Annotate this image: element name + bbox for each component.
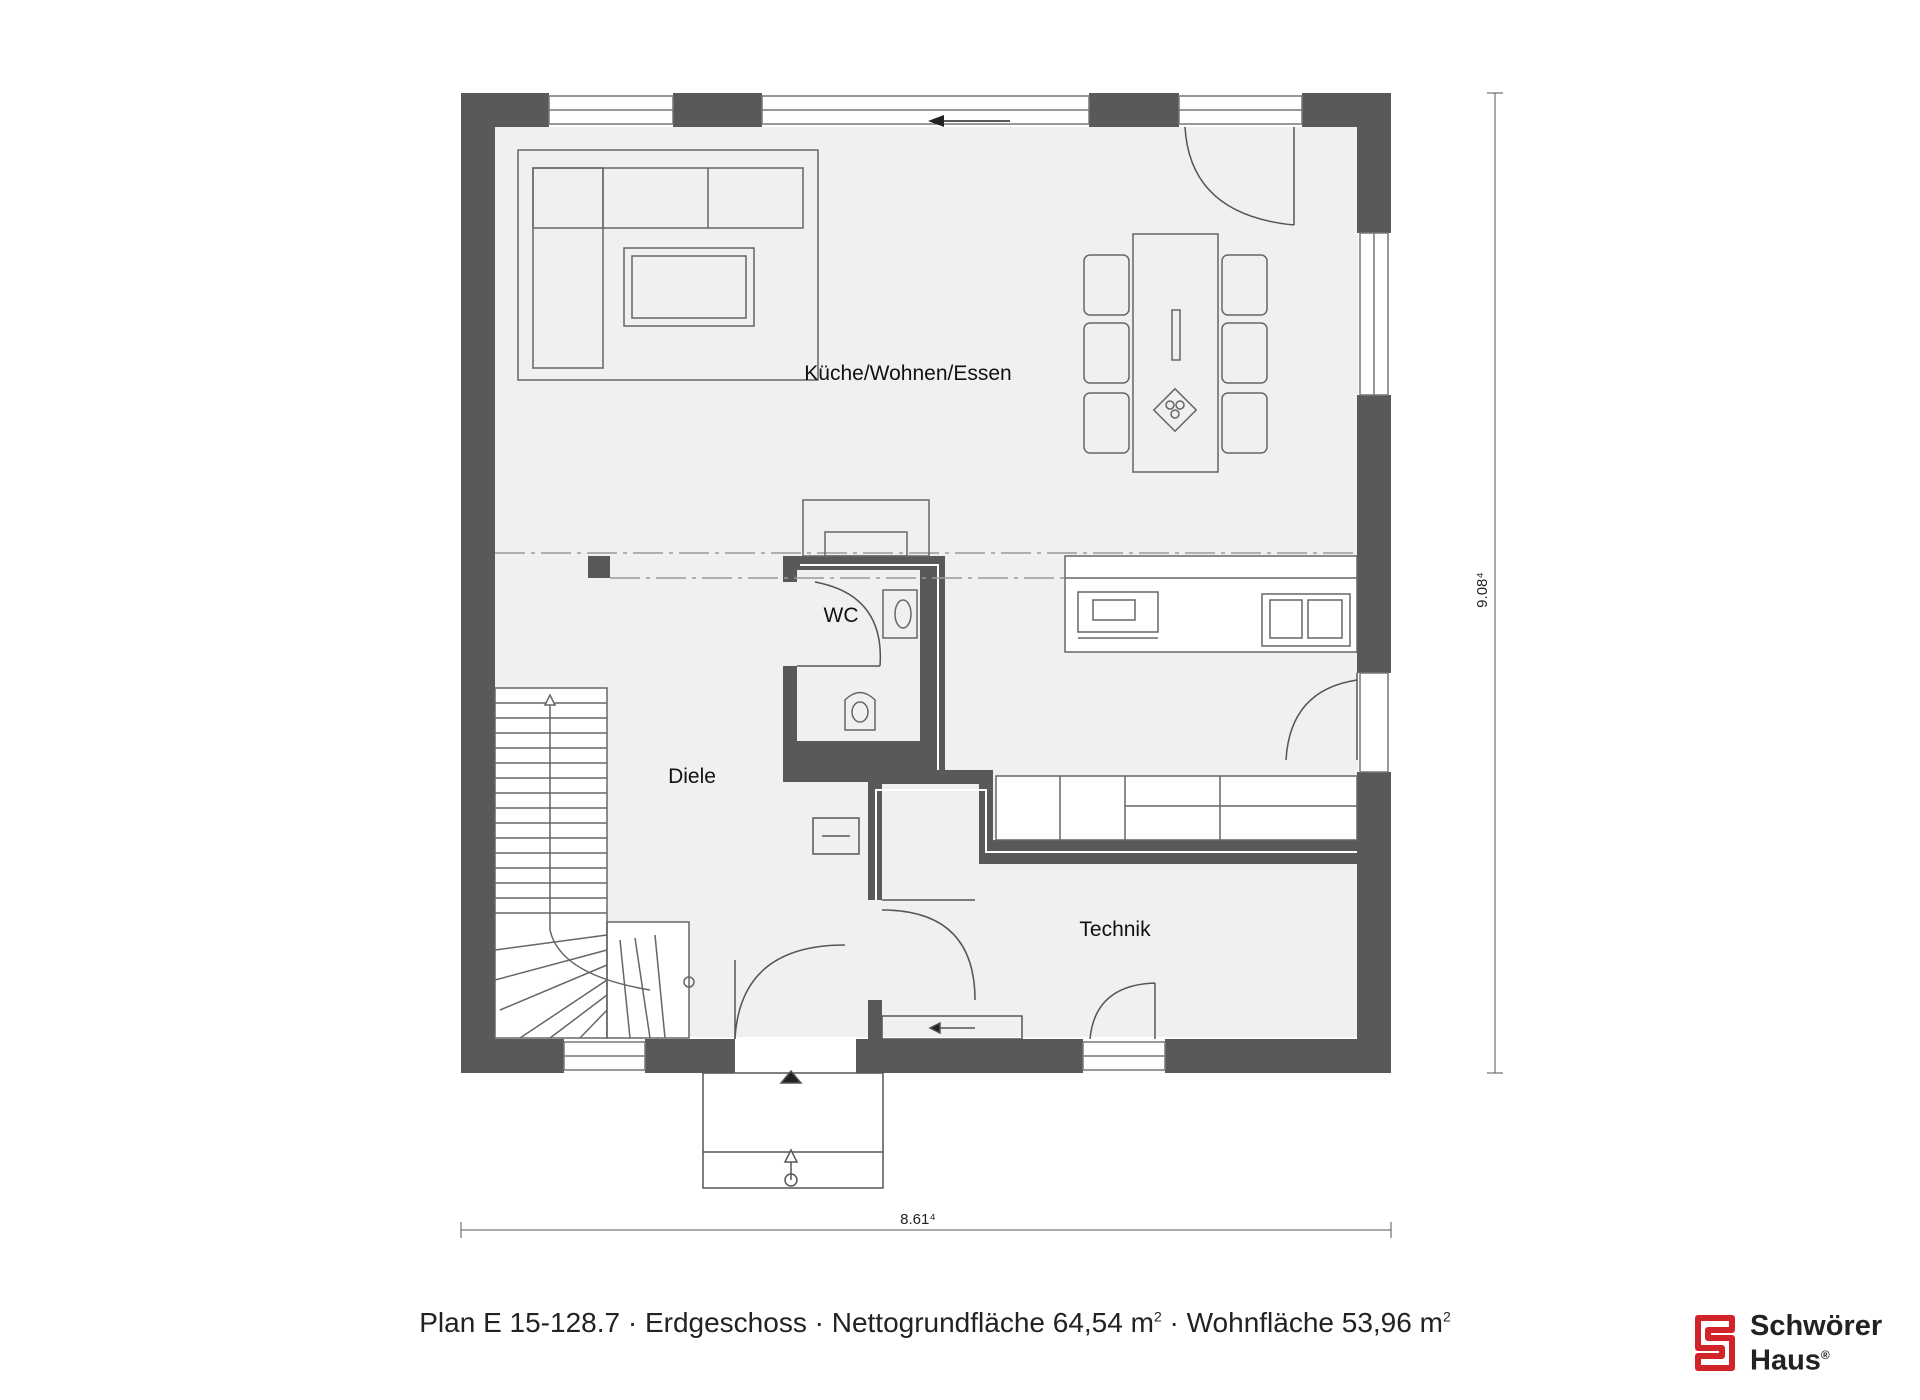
room-label-wc: WC [824,604,859,627]
exterior-walls [461,93,1391,1073]
caption-unit-sup: 2 [1442,1308,1451,1325]
logo-line2: Haus [1750,1344,1821,1377]
staircase [494,687,695,1039]
logo-text: Schwörer Haus® [1750,1312,1882,1376]
logo-mark-icon [1695,1315,1735,1371]
caption-living-area: Wohnfläche 53,96 m [1186,1307,1443,1338]
entrance-landing [702,1069,884,1189]
caption-separator: · [1161,1307,1187,1338]
caption-separator: · [806,1307,832,1338]
dimension-depth-label: 9.08⁴ [1474,572,1491,608]
windows [548,95,1389,1071]
hall-panel [812,817,860,855]
sideboard [802,499,930,557]
room-label-kitchen-living-dining: Küche/Wohnen/Essen [804,362,1011,385]
dimension-lines [460,92,1503,1238]
sofa [517,149,819,381]
schwoerer-haus-logo: Schwörer Haus® [1690,1310,1900,1380]
caption-floor: Erdgeschoss [644,1307,807,1338]
caption-unit-sup: 2 [1153,1308,1162,1325]
coffee-table [623,247,755,327]
dining-table [1083,233,1268,473]
dimension-width-label: 8.61⁴ [900,1211,936,1228]
logo-reg: ® [1820,1348,1830,1362]
room-label-technik: Technik [1079,918,1151,941]
caption-plan-id: Plan E 15-128.7 [419,1307,621,1338]
wall-detail-lines [800,564,1357,900]
storage-unit [995,775,1358,841]
caption-net-area: Nettogrundfläche 64,54 m [831,1307,1154,1338]
doors [734,126,1358,1040]
kitchen-counter [1064,555,1358,653]
room-label-diele: Diele [668,765,716,788]
logo-line1: Schwörer [1750,1310,1883,1342]
plan-caption: Plan E 15-128.7 · Erdgeschoss · Nettogru… [0,1307,1870,1339]
wc-fixtures [844,589,918,731]
caption-separator: · [620,1307,645,1338]
technik-unit [881,1015,1023,1040]
sliding-door-arrow [928,115,1010,127]
